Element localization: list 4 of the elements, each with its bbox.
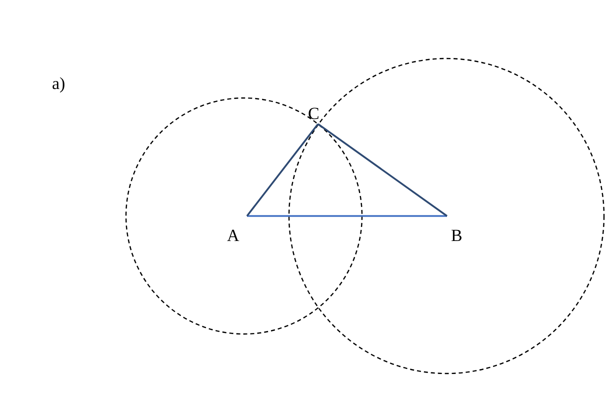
point-label: A [227, 227, 240, 244]
point-label: C [308, 105, 320, 122]
point-label: B [451, 227, 462, 244]
item-letter: а) [52, 75, 66, 92]
